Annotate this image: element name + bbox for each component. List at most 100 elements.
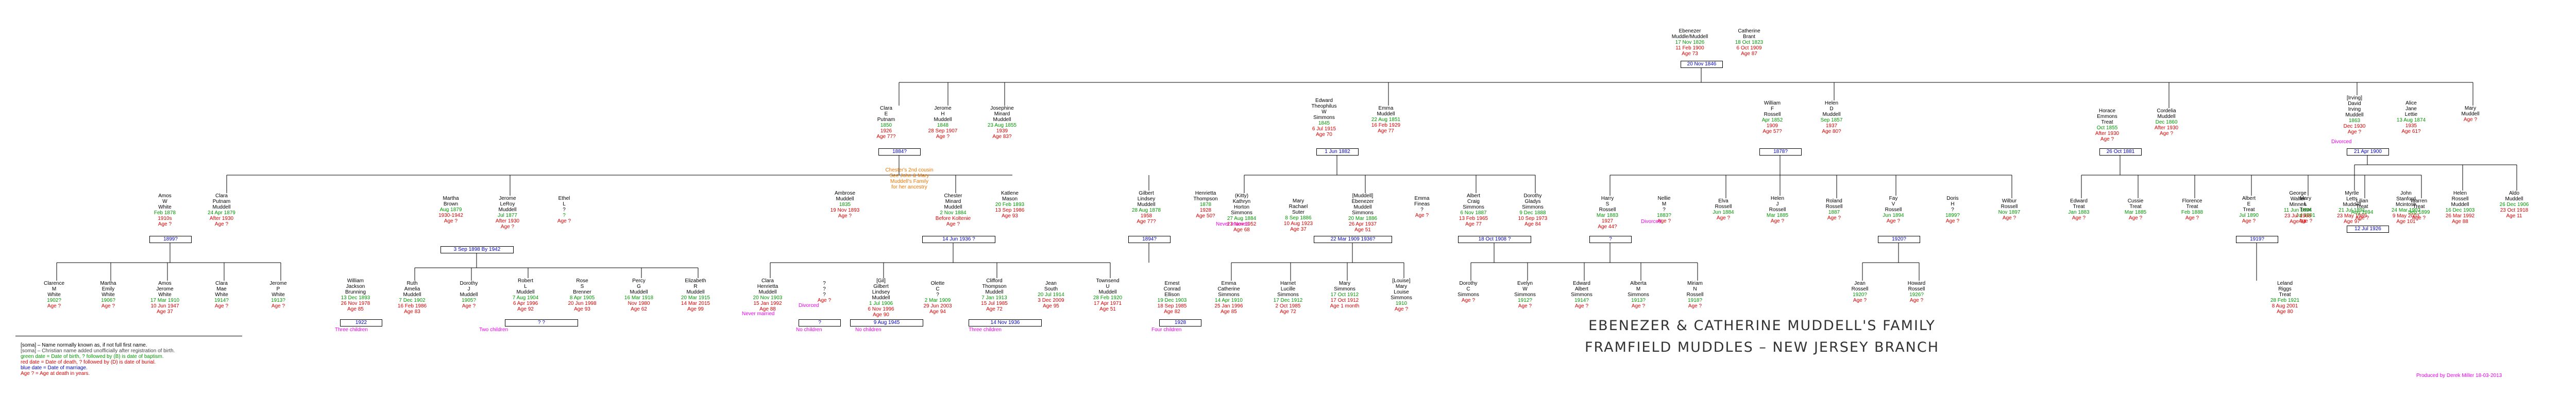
person-name: Conrad <box>1163 286 1181 292</box>
person-name: ? <box>1663 207 1666 213</box>
marriage-date-m16: 12 Jul 1926 <box>2347 226 2389 233</box>
birth-date: Nov 1897 <box>1998 210 2021 215</box>
birth-date: Dec 1860 <box>2155 119 2178 125</box>
person-name: Mcintosh <box>2395 202 2416 208</box>
person-name: Jane <box>2405 106 2417 112</box>
person-name: S <box>580 284 584 289</box>
person-name: Jackson <box>346 284 365 289</box>
birth-date: 8 Apr 1905 <box>569 295 595 301</box>
birth-date: Oct 1855 <box>2096 125 2118 131</box>
person-name: Townsend <box>1096 278 1120 284</box>
person-name: Martha <box>100 281 116 286</box>
person-name: Simmons <box>1463 204 1484 210</box>
person-name: Clara <box>761 278 774 284</box>
birth-date: 1887 <box>1828 210 1840 215</box>
person-name: Gilbert <box>1139 191 1154 196</box>
marriage-date-m18: ? ? <box>505 319 578 327</box>
age-at-death: Age ? <box>946 221 960 227</box>
marriage-date-m12: 18 Oct 1908 ? <box>1458 236 1531 243</box>
person-name: Emma <box>1414 196 1430 201</box>
death-date: 11 Feb 1900 <box>1675 45 1704 51</box>
person-name: W <box>162 199 167 204</box>
death-date: 25 Jan 1996 <box>1214 303 1243 309</box>
age-at-death: Age 84 <box>1524 221 1541 227</box>
birth-date: 7 Dec 1902 <box>399 298 426 303</box>
person-name: M <box>52 286 57 292</box>
age-at-death: Age 72 <box>986 306 1003 312</box>
person-name: Harry <box>1601 196 1614 201</box>
birth-date: 20 Mar 1886 <box>1348 216 1378 221</box>
birth-date: 1883? <box>1657 213 1671 218</box>
person-k14: ???Age ? <box>796 281 853 303</box>
death-date: Dec 1930 <box>2343 124 2366 129</box>
person-name: Clara <box>215 281 228 286</box>
legend-line: [soma] – Name normally known as, if not … <box>21 342 147 348</box>
person-name: Cordelia <box>2157 108 2176 114</box>
marriage-date-m5: 26 Oct 1881 <box>2099 148 2142 156</box>
birth-date: 1863 <box>2348 118 2361 124</box>
person-name: Simmons <box>1458 292 1479 298</box>
age-at-death: Age ? <box>2100 136 2114 142</box>
birth-date: Jul 1890 <box>2239 213 2259 218</box>
birth-date: Feb 1888 <box>2181 210 2204 215</box>
person-name: Muddell <box>460 292 478 298</box>
annotation-n2: Three children <box>335 327 368 333</box>
person-name: Ebenezer <box>1351 199 1374 204</box>
person-name: Muddell <box>1377 111 1395 117</box>
age-at-death: Age 51 <box>1099 306 1116 312</box>
marriage-date-m15: 1919? <box>2236 236 2278 243</box>
age-at-death: Age ? <box>2242 218 2256 224</box>
age-at-death: Age 101 <box>2396 219 2416 225</box>
person-name: Albert <box>2242 196 2256 201</box>
age-at-death: Age ? <box>2412 215 2426 221</box>
person-name: Albert <box>1574 286 1589 292</box>
age-at-death: Age ? <box>214 303 229 309</box>
annotation-n4: No children <box>855 327 882 333</box>
person-name: Leland <box>2277 281 2293 286</box>
person-name: Chester <box>944 193 962 199</box>
age-at-death: Age 84 <box>2290 219 2306 225</box>
person-name: Muddell <box>498 207 517 213</box>
age-at-death: Age 85 <box>1221 309 1237 315</box>
person-name: Ambrose <box>834 191 855 196</box>
marriage-date-m2: 1884? <box>878 148 921 156</box>
person-name: Wilbur <box>2002 198 2017 204</box>
age-at-death: Age 77 <box>1378 128 1394 134</box>
person-name: Muddell <box>944 204 962 210</box>
person-name: Treat <box>2356 204 2368 210</box>
person-name: Lindsey <box>1137 196 1156 202</box>
person-name: Roland <box>1826 198 1842 204</box>
person-name: Rossell <box>1599 207 1616 213</box>
person-name: Helen <box>1770 196 1785 201</box>
person-name: Mary <box>1292 198 1304 204</box>
person-name: George <box>2289 191 2307 196</box>
age-at-death: Age ? <box>271 303 285 309</box>
birth-date: 20 Nov 1903 <box>753 295 783 301</box>
person-name: Treat <box>2129 204 2142 210</box>
person-name: Muddell <box>212 204 231 210</box>
birth-date: 13 Aug 1874 <box>2396 117 2426 123</box>
person-name: Simmons <box>1628 292 1649 298</box>
age-at-death: Age 37 <box>1290 227 1307 232</box>
person-name: Lettie <box>2404 112 2418 117</box>
person-name: William <box>1764 100 1781 106</box>
person-name: M <box>1636 286 1641 292</box>
person-name: Lucille <box>1280 286 1296 292</box>
